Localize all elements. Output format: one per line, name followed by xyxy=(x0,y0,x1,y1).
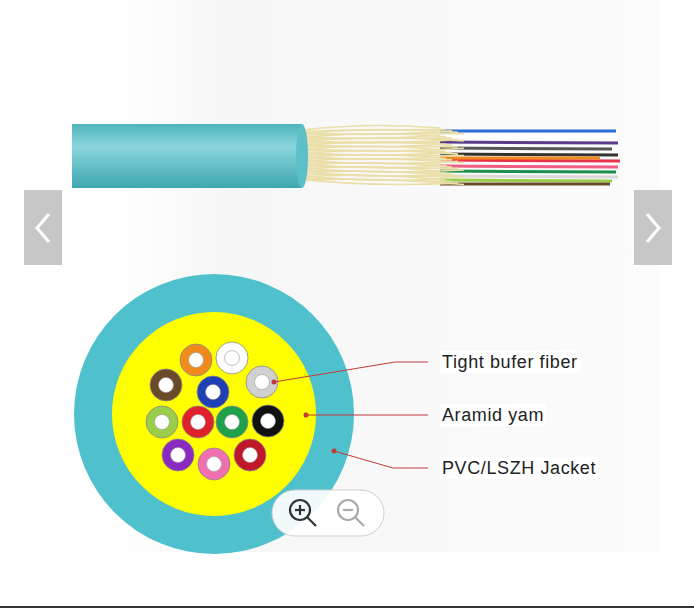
aramid-section xyxy=(112,312,316,516)
fiber-buffer xyxy=(216,406,248,438)
next-button xyxy=(634,190,672,265)
fiber-buffer xyxy=(197,376,229,408)
fiber-buffer xyxy=(252,405,284,437)
fiber-buffer xyxy=(146,406,178,438)
fiber-core xyxy=(243,448,258,463)
cable-jacket xyxy=(72,124,302,188)
prev-chevron xyxy=(37,214,49,242)
fiber-core xyxy=(171,448,186,463)
fiber-core xyxy=(207,457,222,472)
part-label: Aramid yam xyxy=(440,404,546,426)
jacket-end xyxy=(296,124,308,188)
zoom-in-icon xyxy=(290,500,316,526)
fiber-core xyxy=(159,378,174,393)
leader-dot xyxy=(272,380,277,385)
fiber-buffer xyxy=(198,448,230,480)
fiber-core xyxy=(189,353,204,368)
fiber-buffer xyxy=(234,439,266,471)
part-label: PVC/LSZH Jacket xyxy=(440,457,598,479)
bottom-rule xyxy=(0,606,694,608)
leader-dot xyxy=(332,449,337,454)
fiber-buffer xyxy=(180,344,212,376)
fiber-core xyxy=(225,351,240,366)
fiber-strands xyxy=(440,131,620,184)
aramid-yarn-strands xyxy=(302,125,464,184)
tight-buffer-fibers xyxy=(146,342,284,480)
prev-button xyxy=(24,190,62,265)
fiber-buffer xyxy=(162,439,194,471)
next-chevron xyxy=(647,214,659,242)
fiber-core xyxy=(255,375,270,390)
fiber-core xyxy=(206,385,221,400)
fiber-buffer xyxy=(150,369,182,401)
fiber-buffer xyxy=(182,406,214,438)
zoom-control xyxy=(272,490,384,536)
fiber-core xyxy=(191,415,206,430)
leader-dot xyxy=(304,413,309,418)
fiber-core xyxy=(225,415,240,430)
fiber-core xyxy=(155,415,170,430)
leader-lines xyxy=(274,362,428,468)
zoom-out-icon xyxy=(338,500,364,526)
fiber-buffer xyxy=(216,342,248,374)
fiber-core xyxy=(261,414,276,429)
fiber-buffer xyxy=(246,366,278,398)
part-label: Tight bufer fiber xyxy=(440,351,580,373)
